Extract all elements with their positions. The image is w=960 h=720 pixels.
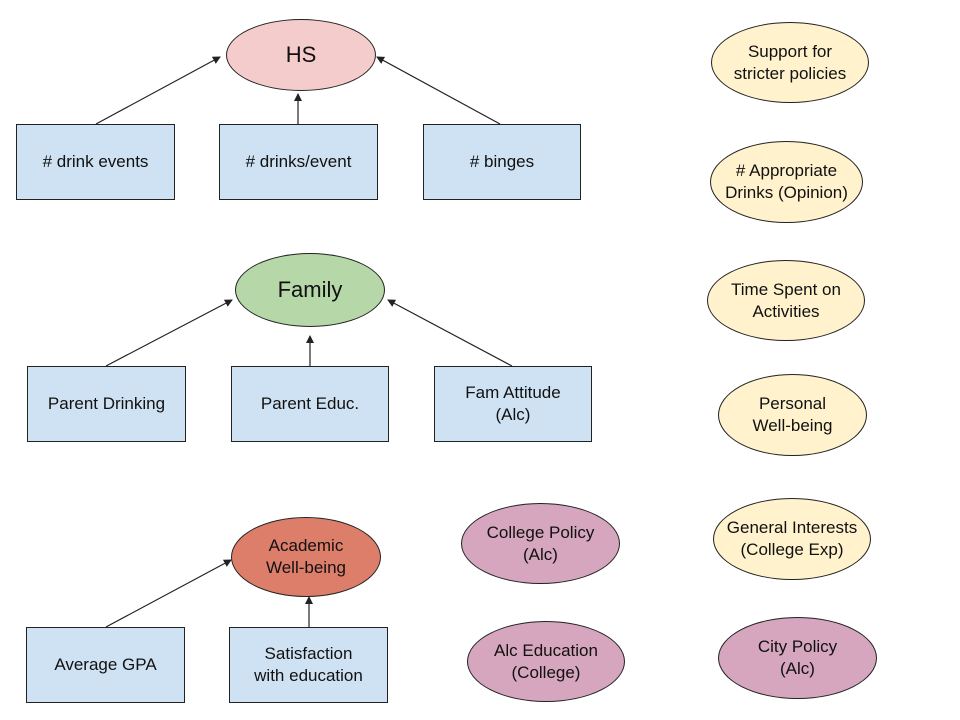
drinks-per-event-box[interactable]: # drinks/event [219,124,378,200]
arrow-gpa-to-academic [105,559,232,628]
general-interests-ellipse[interactable]: General Interests (College Exp) [713,498,871,580]
family-ellipse[interactable]: Family [235,253,385,327]
personal-wellbeing-ellipse[interactable]: Personal Well-being [718,374,867,456]
appropriate-drinks-ellipse[interactable]: # Appropriate Drinks (Opinion) [710,141,863,223]
time-spent-activities-ellipse[interactable]: Time Spent on Activities [707,260,865,341]
alc-education-ellipse[interactable]: Alc Education (College) [467,621,625,702]
arrow-fam-attitude-to-family [387,299,513,367]
fam-attitude-box[interactable]: Fam Attitude (Alc) [434,366,592,442]
average-gpa-box[interactable]: Average GPA [26,627,185,703]
drink-events-box[interactable]: # drink events [16,124,175,200]
academic-wellbeing-ellipse[interactable]: Academic Well-being [231,517,381,597]
college-policy-ellipse[interactable]: College Policy (Alc) [461,503,620,584]
support-stricter-policies-ellipse[interactable]: Support for stricter policies [711,22,869,103]
hs-ellipse[interactable]: HS [226,19,376,91]
parent-educ-box[interactable]: Parent Educ. [231,366,389,442]
arrow-drink-events-to-hs [95,56,221,125]
parent-drinking-box[interactable]: Parent Drinking [27,366,186,442]
arrow-parent-drinking-to-family [105,299,233,367]
arrow-binges-to-hs [376,56,501,125]
city-policy-ellipse[interactable]: City Policy (Alc) [718,617,877,699]
satisfaction-box[interactable]: Satisfaction with education [229,627,388,703]
binges-box[interactable]: # binges [423,124,581,200]
